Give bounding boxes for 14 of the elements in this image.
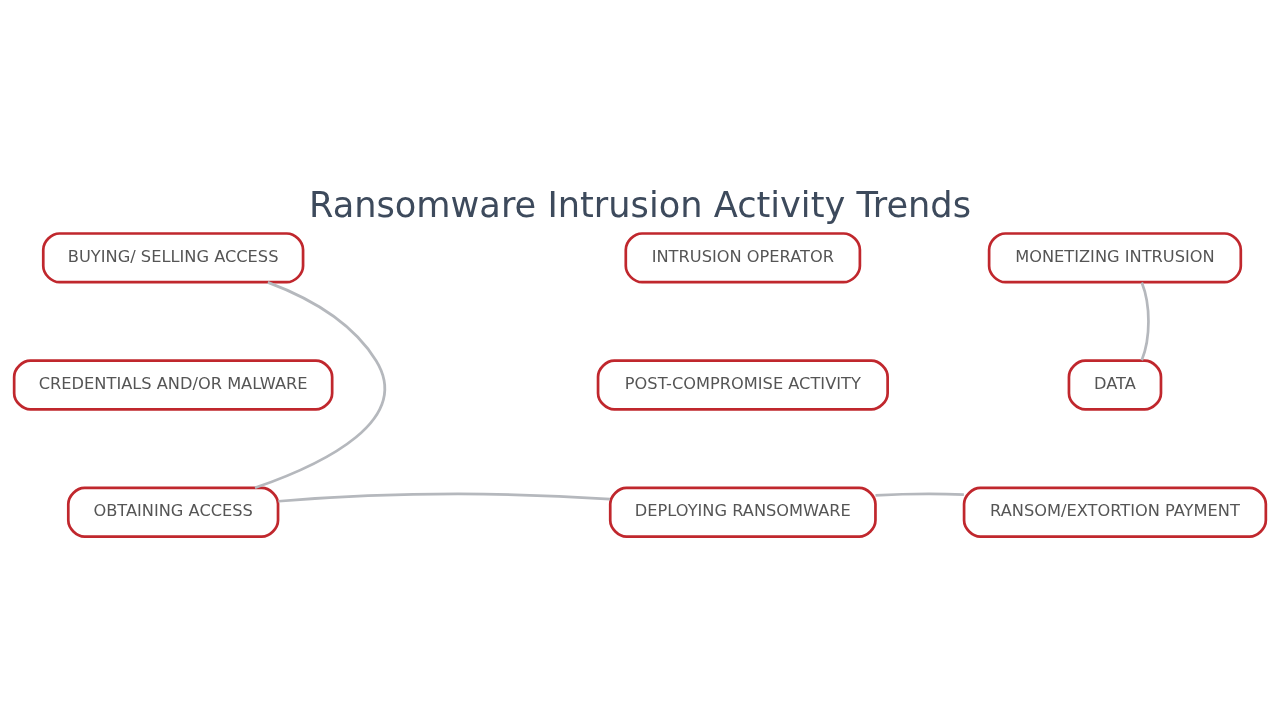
node-box: OBTAINING ACCESS (66, 486, 280, 538)
connector (278, 492, 610, 503)
connector (254, 281, 386, 490)
node-box: BUYING/ SELLING ACCESS (41, 232, 305, 284)
diagram-title: Ransomware Intrusion Activity Trends (308, 183, 972, 225)
node-box: CREDENTIALS AND/OR MALWARE (12, 359, 334, 411)
connector (875, 492, 964, 497)
connector (1140, 282, 1150, 361)
node-box: RANSOM/EXTORTION PAYMENT (962, 486, 1268, 538)
node-box: DEPLOYING RANSOMWARE (608, 486, 877, 538)
node-box: DATA (1067, 359, 1163, 411)
node-box: MONETIZING INTRUSION (987, 232, 1243, 284)
node-box: POST-COMPROMISE ACTIVITY (596, 359, 889, 411)
node-box: INTRUSION OPERATOR (624, 232, 862, 284)
